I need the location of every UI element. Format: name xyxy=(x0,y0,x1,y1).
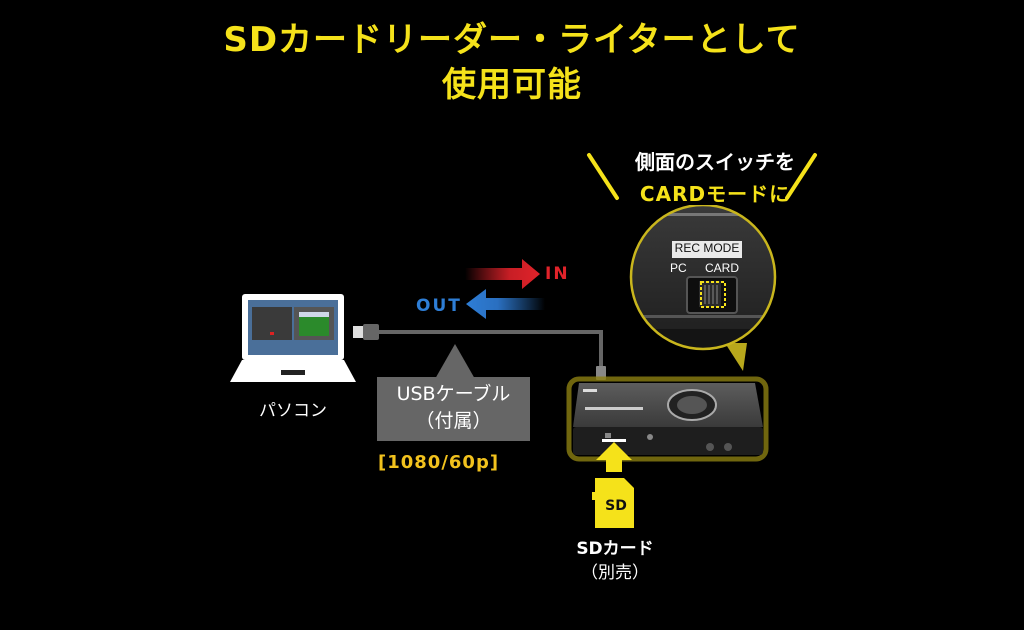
callout-slash-right xyxy=(785,153,817,200)
page-title-line2: 使用可能 xyxy=(442,65,582,105)
callout-line2: CARDモードに xyxy=(639,182,791,206)
in-arrow-icon xyxy=(465,259,540,289)
flow-arrows xyxy=(465,259,545,319)
rec-mode-label: REC MODE xyxy=(674,241,740,255)
callout-text: 側面のスイッチを CARDモードに xyxy=(600,146,830,210)
sd-card-label-line2: （別売） xyxy=(581,563,649,583)
pc-mode-label: PC xyxy=(670,261,687,275)
sd-card-group xyxy=(592,442,634,528)
sd-card-label-line1: SDカード xyxy=(576,539,654,559)
usb-cable-label: USBケーブル （付属） xyxy=(377,377,530,441)
callout-slash-left xyxy=(587,153,619,200)
sd-slot xyxy=(602,439,626,442)
switch-magnifier xyxy=(629,205,777,371)
switch-highlight xyxy=(700,281,726,308)
capture-device xyxy=(566,376,769,462)
magnifier-pointer xyxy=(725,343,747,371)
usb-label-pointer xyxy=(435,344,475,379)
card-mode-label: CARD xyxy=(705,261,740,275)
page-title-line1: SDカードリーダー・ライターとして xyxy=(223,20,801,60)
callout-slashes xyxy=(587,153,817,200)
out-label: OUT xyxy=(416,296,462,316)
usb-cable xyxy=(353,324,606,380)
sd-card-icon xyxy=(592,478,634,528)
in-label: IN xyxy=(545,264,570,284)
resolution-label: [1080/60p] xyxy=(378,452,500,473)
rec-mode-plate xyxy=(672,241,742,258)
insert-arrow-icon xyxy=(596,442,632,472)
sd-card-label: SDカード （別売） xyxy=(560,537,670,585)
sd-card-text: SD xyxy=(605,498,627,514)
usb-cable-label-line1: USBケーブル xyxy=(396,383,511,405)
usb-a-connector-icon xyxy=(353,326,363,338)
callout-line1: 側面のスイッチを xyxy=(635,150,795,174)
usb-cable-label-line2: （付属） xyxy=(415,410,492,432)
laptop-icon xyxy=(230,294,356,382)
out-arrow-icon xyxy=(466,289,545,319)
pc-label: パソコン xyxy=(259,401,327,421)
